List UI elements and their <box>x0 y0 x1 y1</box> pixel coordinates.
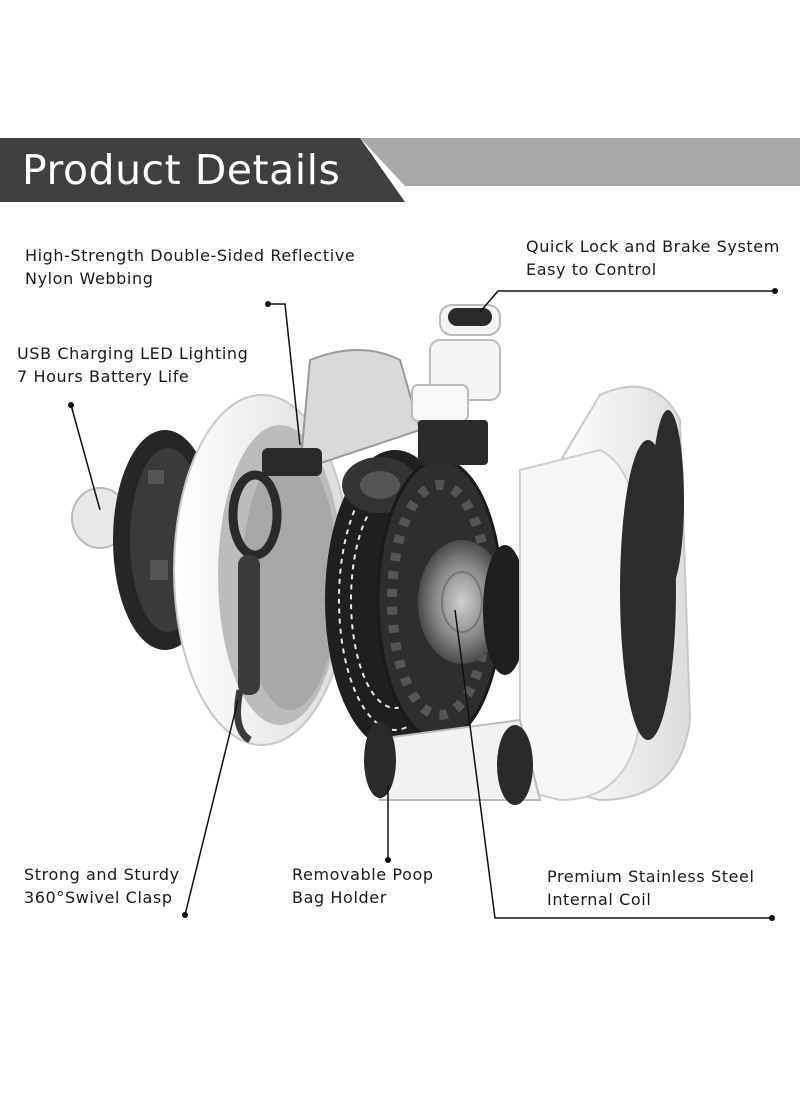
callout-charging-line2: 7 Hours Battery Life <box>17 367 190 386</box>
callout-webbing-line1: High-Strength Double-Sided Reflective <box>25 246 356 265</box>
swivel-clasp <box>228 448 322 744</box>
callout-bag-holder-line2: Bag Holder <box>292 888 387 907</box>
leader-lines <box>70 290 775 919</box>
poop-bag-holder <box>364 718 542 805</box>
callout-charging-line1: USB Charging LED Lighting <box>17 344 249 363</box>
callout-bag-holder-line1: Removable Poop <box>292 865 434 884</box>
leader-dots <box>68 288 778 921</box>
inner-casing <box>298 349 422 472</box>
leader-coil <box>454 609 772 919</box>
callout-charging: USB Charging LED Lighting 7 Hours Batter… <box>17 342 248 388</box>
callout-lock-line2: Easy to Control <box>526 260 657 279</box>
callout-webbing: High-Strength Double-Sided Reflective Ny… <box>25 244 355 290</box>
callout-clasp-line1: Strong and Sturdy <box>24 865 180 884</box>
right-housing <box>519 385 692 802</box>
leader-webbing <box>268 303 301 446</box>
callout-lock: Quick Lock and Brake System Easy to Cont… <box>526 235 780 281</box>
leader-charging <box>70 404 101 511</box>
leader-clasp <box>184 699 239 916</box>
callout-coil-line2: Internal Coil <box>547 890 652 909</box>
callout-clasp: Strong and Sturdy 360°Swivel Clasp <box>24 863 180 909</box>
callout-webbing-line2: Nylon Webbing <box>25 269 154 288</box>
callout-lock-line1: Quick Lock and Brake System <box>526 237 780 256</box>
callout-coil-line1: Premium Stainless Steel <box>547 867 755 886</box>
quick-lock-button <box>411 304 501 465</box>
page-title: Product Details <box>22 146 341 194</box>
callout-clasp-line2: 360°Swivel Clasp <box>24 888 173 907</box>
leader-lock <box>479 290 775 313</box>
stainless-steel-coil <box>418 540 527 675</box>
callout-coil: Premium Stainless Steel Internal Coil <box>547 865 755 911</box>
callout-bag-holder: Removable Poop Bag Holder <box>292 863 434 909</box>
